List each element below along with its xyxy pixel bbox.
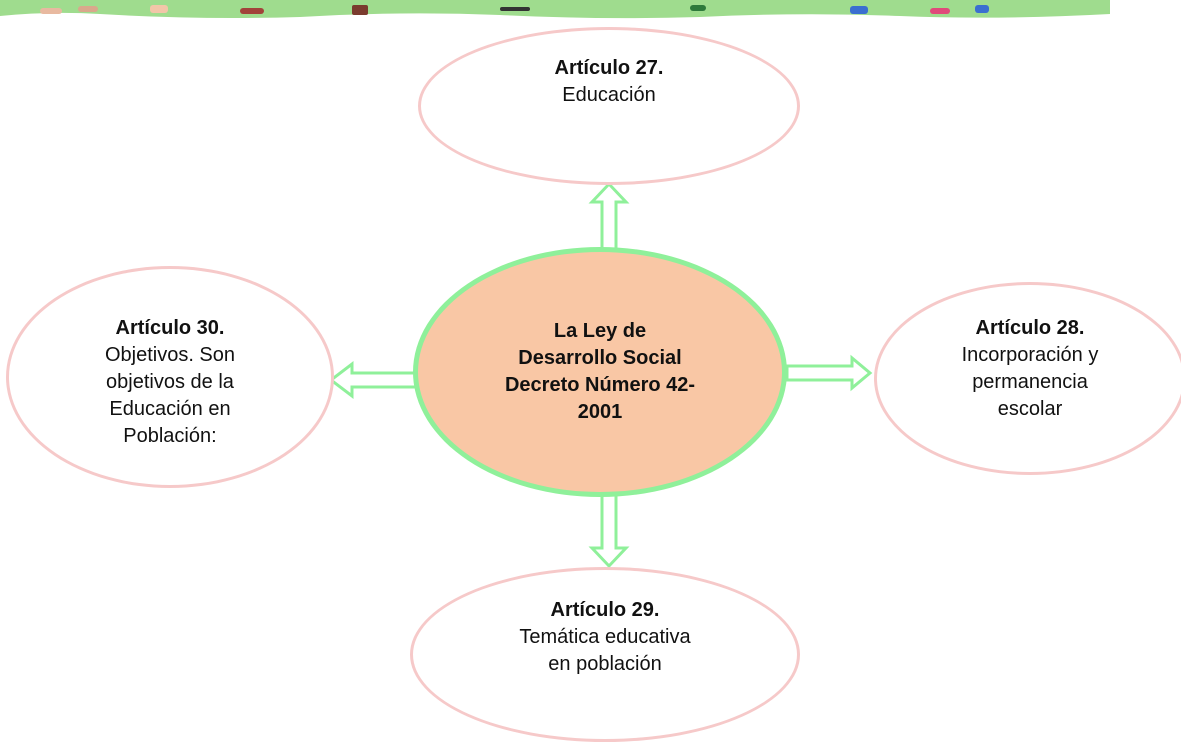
node-title: Artículo 29. [550,599,660,621]
node-body-line: Incorporación y [961,344,1099,366]
node-articulo-30: Artículo 30. Objetivos. Son objetivos de… [6,266,334,488]
node-title: Artículo 30. [115,317,225,339]
node-body-line: en población [548,653,662,675]
center-line: Desarrollo Social [518,347,682,369]
arrow-up [588,181,630,256]
node-body-line: Educación en [109,398,231,420]
node-articulo-27: Artículo 27. Educación [418,27,800,185]
center-line: 2001 [577,401,623,423]
arrow-right [785,354,873,392]
node-body-line: objetivos de la [106,371,234,393]
node-body-line: escolar [997,398,1063,420]
banner-decoration [0,0,1181,20]
node-body-line: permanencia [972,371,1088,393]
node-body-line: Población: [123,425,217,447]
center-line: Decreto Número 42- [504,374,696,396]
center-line: La Ley de [553,320,647,342]
arrow-left [328,360,420,400]
node-body-line: Objetivos. Son [104,344,236,366]
node-ley-desarrollo-social: La Ley de Desarrollo Social Decreto Núme… [413,247,787,497]
node-body-line: Temática educativa [519,626,691,648]
node-articulo-28: Artículo 28. Incorporación y permanencia… [874,282,1181,475]
node-text-clip: Artículo 30. Objetivos. Son objetivos de… [105,315,235,453]
node-body-line: Educación [562,84,656,106]
node-title: Artículo 28. [975,317,1085,339]
arrow-down [588,488,630,569]
node-title: Artículo 27. [554,57,664,79]
node-articulo-29: Artículo 29. Temática educativa en pobla… [410,567,800,742]
